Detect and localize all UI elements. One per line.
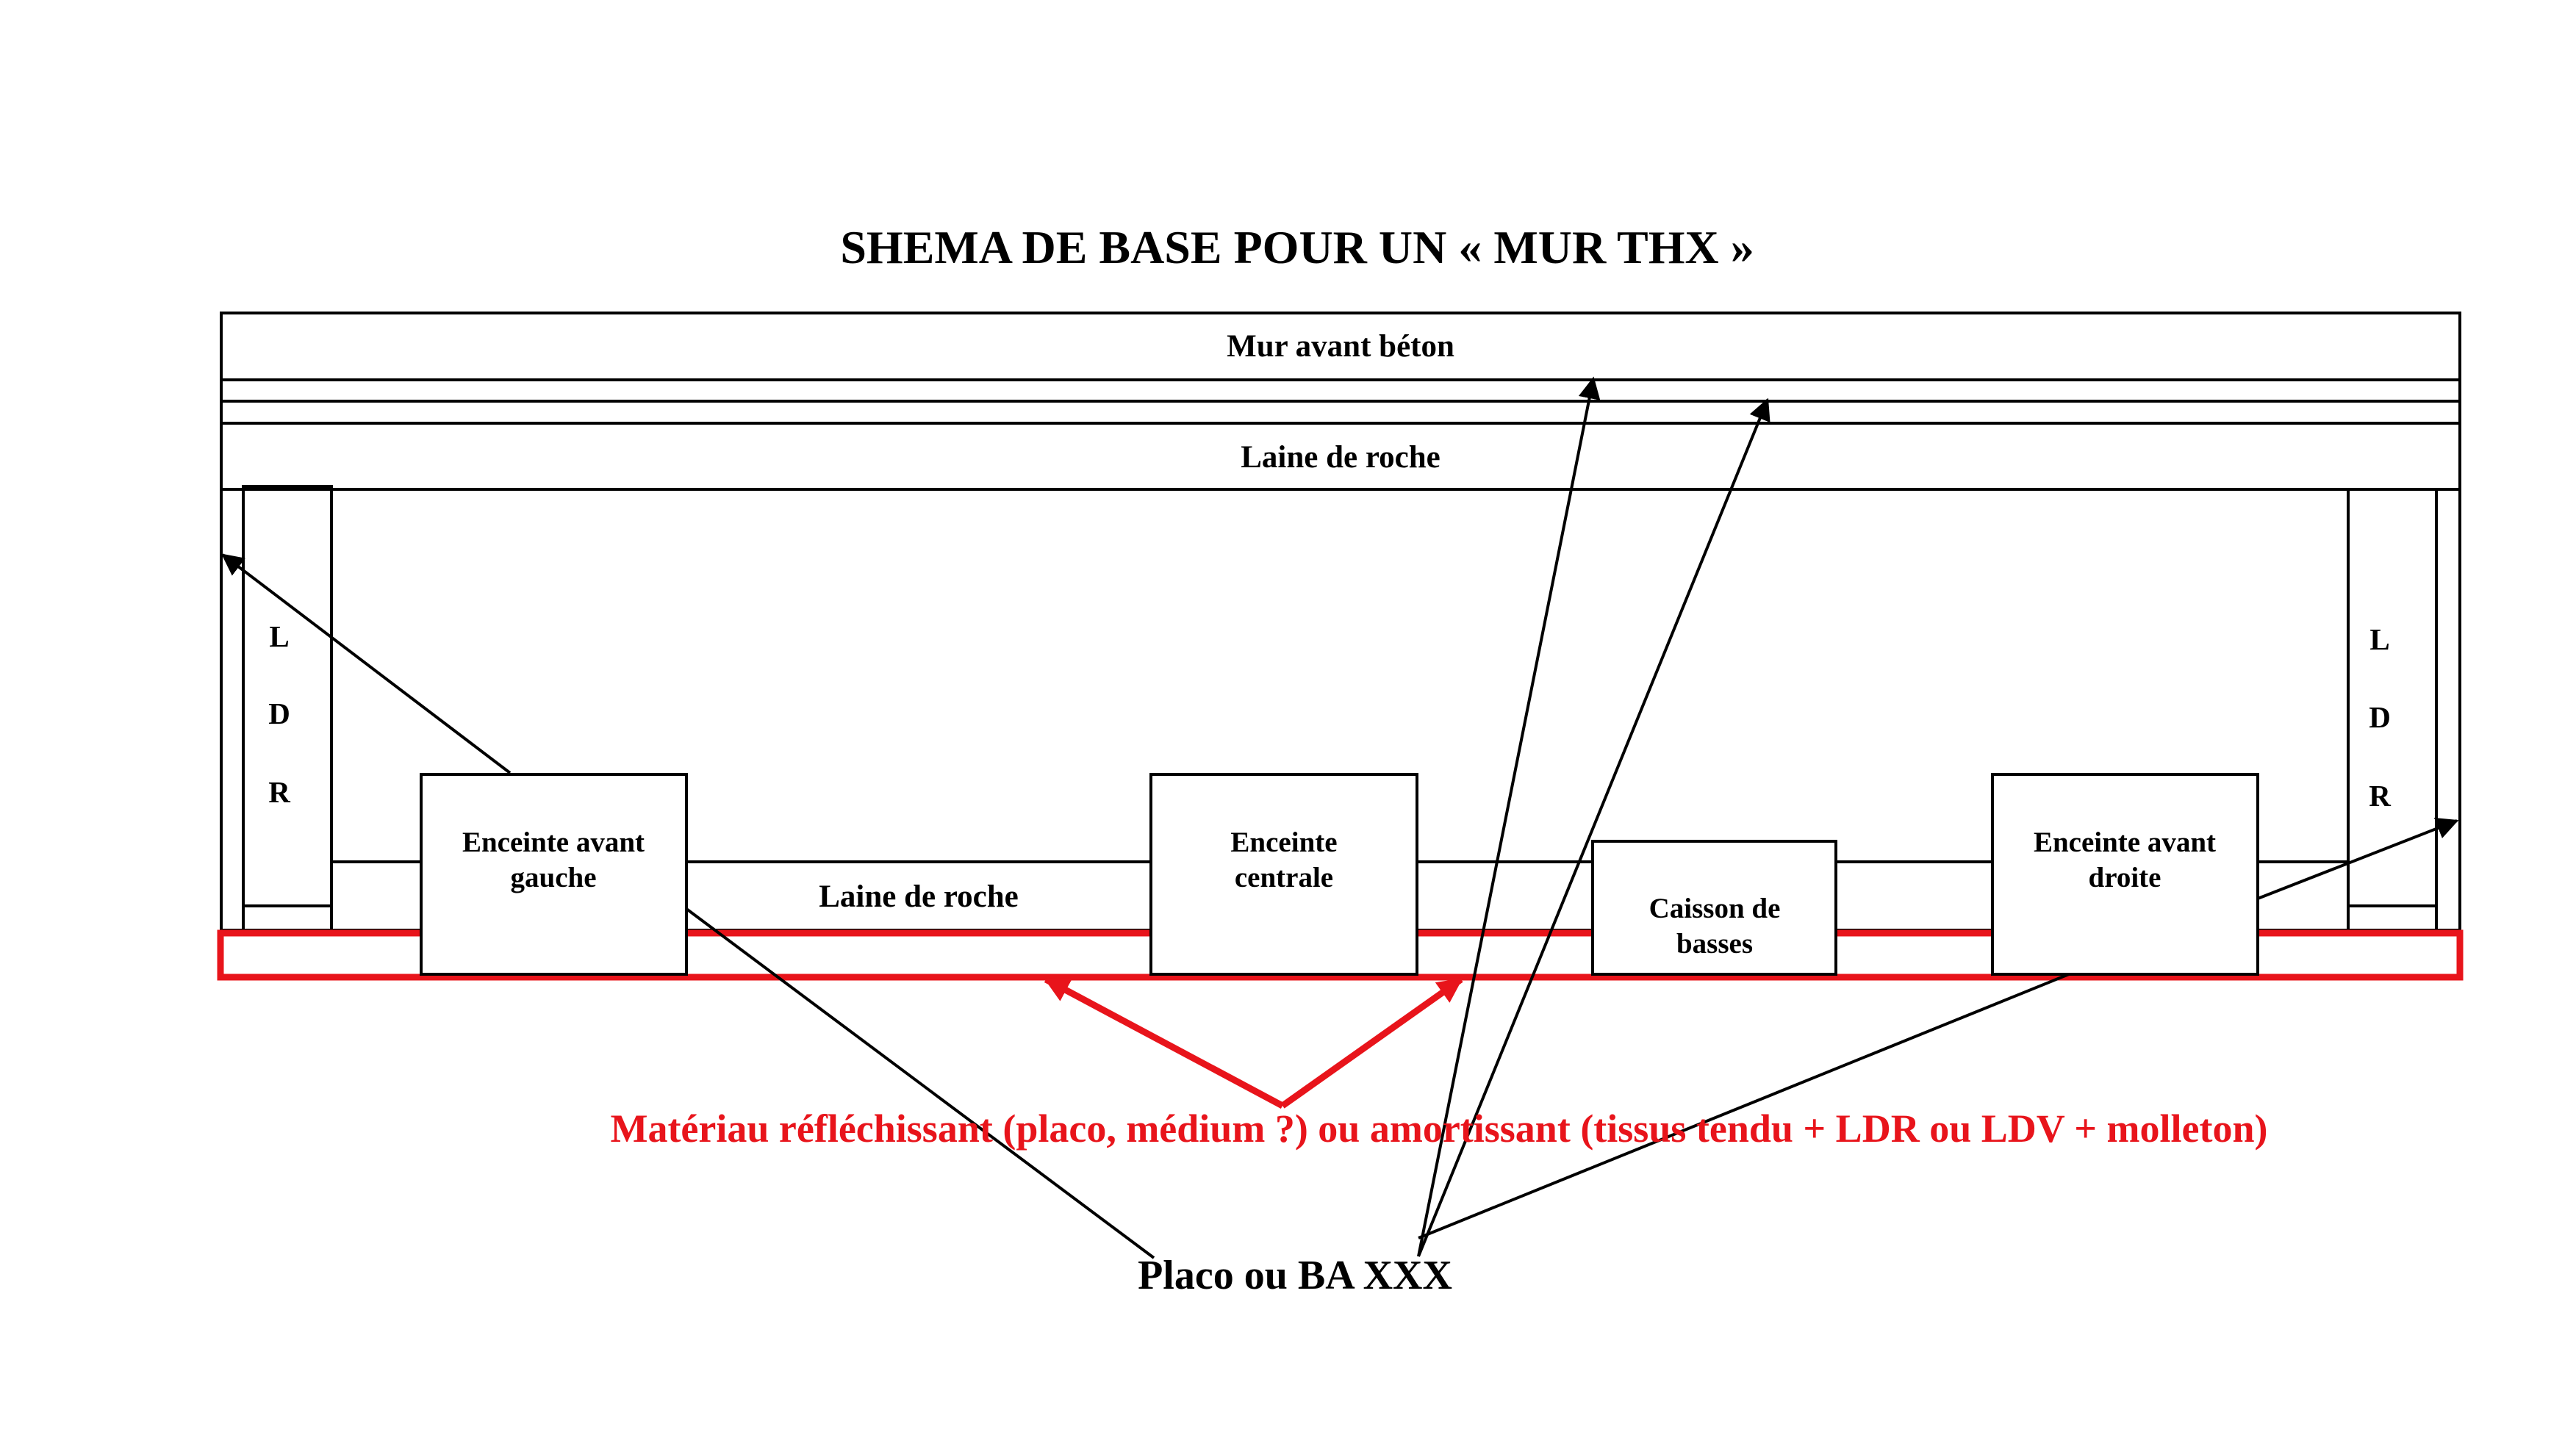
front-left-speaker-label-line2: gauche [511,862,597,893]
line-placo-to-right-speaker [1418,973,2070,1239]
ldr-left-letter-l: L [269,619,289,653]
center-speaker-label-line1: Enceinte [1230,827,1337,858]
arrow-placo-to-wall-gap-2 [1417,397,1770,1257]
front-left-speaker-box [420,773,688,976]
subwoofer: Caisson de basses [1591,840,1837,976]
front-left-speaker: Enceinte avant gauche [420,773,688,976]
red-arrows [1044,976,1463,1109]
red-arrow-right [1280,976,1463,1109]
subwoofer-label-line2: basses [1676,928,1753,960]
subwoofer-box [1591,840,1837,976]
front-right-speaker-label-line2: droite [2089,862,2161,893]
line-placo-to-left-speaker [685,907,1155,1259]
subwoofer-label-line1: Caisson de [1649,893,1781,924]
arrow-placo-to-wall-gap-1 [1417,376,1601,1257]
front-left-speaker-label-line1: Enceinte avant [462,827,645,858]
ldr-right-letter-l: L [2369,622,2389,656]
ldr-right-rect [2347,488,2438,932]
ldr-right-letter-r: R [2369,779,2391,813]
arrow-right-speaker-to-wall [2257,818,2459,900]
material-annotation: Matériau réfléchissant (placo, médium ?)… [610,1106,2267,1151]
ldr-right-letter-d: D [2369,700,2391,734]
center-speaker-box [1149,773,1418,976]
front-right-speaker: Enceinte avant droite [1991,773,2259,976]
center-speaker: Enceinte centrale [1149,773,1418,976]
center-speaker-label-line2: centrale [1235,862,1333,893]
front-right-speaker-box [1991,773,2259,976]
wall-label: Mur avant béton [1227,329,1454,364]
diagram-title: SHEMA DE BASE POUR UN « MUR THX » [840,221,1754,273]
front-right-speaker-label-line1: Enceinte avant [2034,827,2216,858]
rock-wool-top-label: Laine de roche [1241,440,1441,475]
red-arrow-left [1044,976,1285,1109]
black-arrows [221,376,2459,1259]
ldr-left-letter-d: D [268,697,290,730]
rock-wool-bottom-label: Laine de roche [819,879,1019,914]
placo-annotation: Placo ou BA XXX [1138,1253,1452,1298]
arrow-left-speaker-to-wall [221,553,512,774]
ldr-left-column: L D R [242,485,333,932]
ldr-left-letter-r: R [268,775,290,809]
ldr-right-column: L D R [2347,488,2438,932]
